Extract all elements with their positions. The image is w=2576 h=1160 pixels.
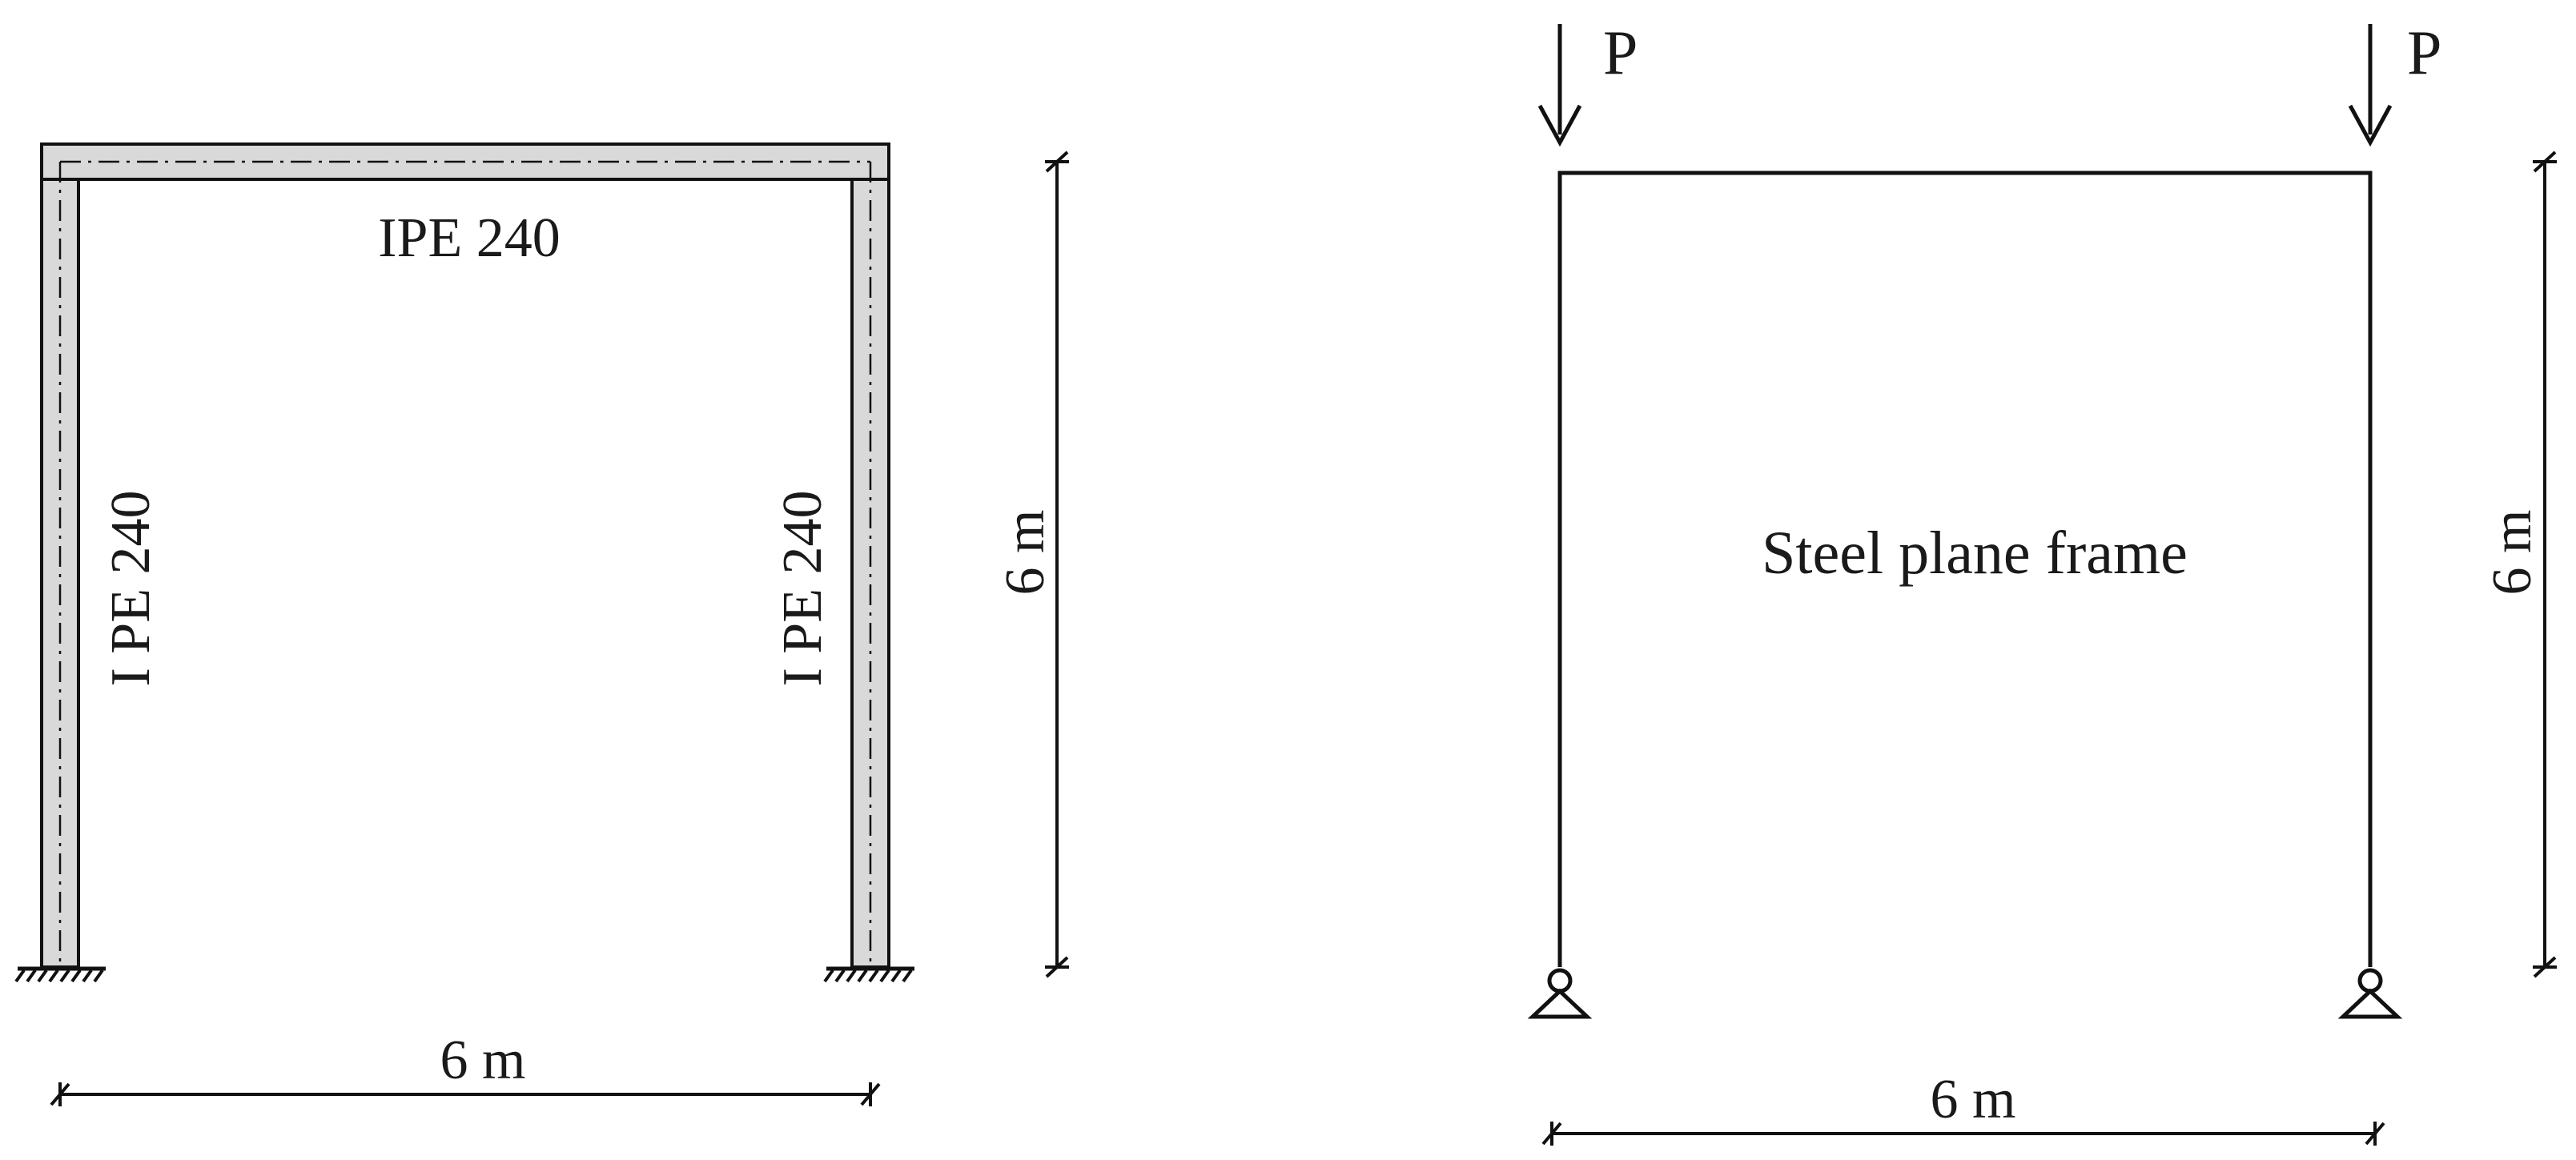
right-frame: P P Steel plane frame 6 m	[1527, 18, 2557, 1146]
left-frame-right-column-label: I PE 240	[772, 491, 834, 687]
left-frame-span-dimension	[50, 1082, 881, 1106]
left-frame-height-label: 6 m	[995, 510, 1056, 596]
right-frame-span-label: 6 m	[1931, 1069, 2016, 1130]
load-arrow-left	[1537, 24, 1582, 147]
right-frame-outline	[1557, 171, 2373, 967]
left-frame-left-column-label: I PE 240	[100, 491, 162, 687]
fixed-support-right	[823, 966, 914, 983]
load-label-right: P	[2407, 18, 2441, 87]
left-frame-height-dimension	[1045, 151, 1069, 978]
left-frame: IPE 240 I PE 240 I PE 240 6 m 6 m	[14, 142, 1069, 1106]
left-frame-beam-label: IPE 240	[378, 207, 561, 269]
pin-support-right	[2337, 968, 2403, 1019]
right-frame-height-dimension	[2533, 151, 2557, 978]
pin-support-left	[1527, 968, 1593, 1019]
load-arrow-right	[2348, 24, 2393, 147]
fixed-support-left	[14, 966, 106, 983]
right-frame-span-dimension	[1541, 1122, 2385, 1146]
right-frame-height-label: 6 m	[2482, 510, 2543, 596]
right-frame-title: Steel plane frame	[1762, 520, 2188, 587]
left-frame-span-label: 6 m	[440, 1030, 526, 1091]
load-label-left: P	[1603, 18, 1638, 87]
